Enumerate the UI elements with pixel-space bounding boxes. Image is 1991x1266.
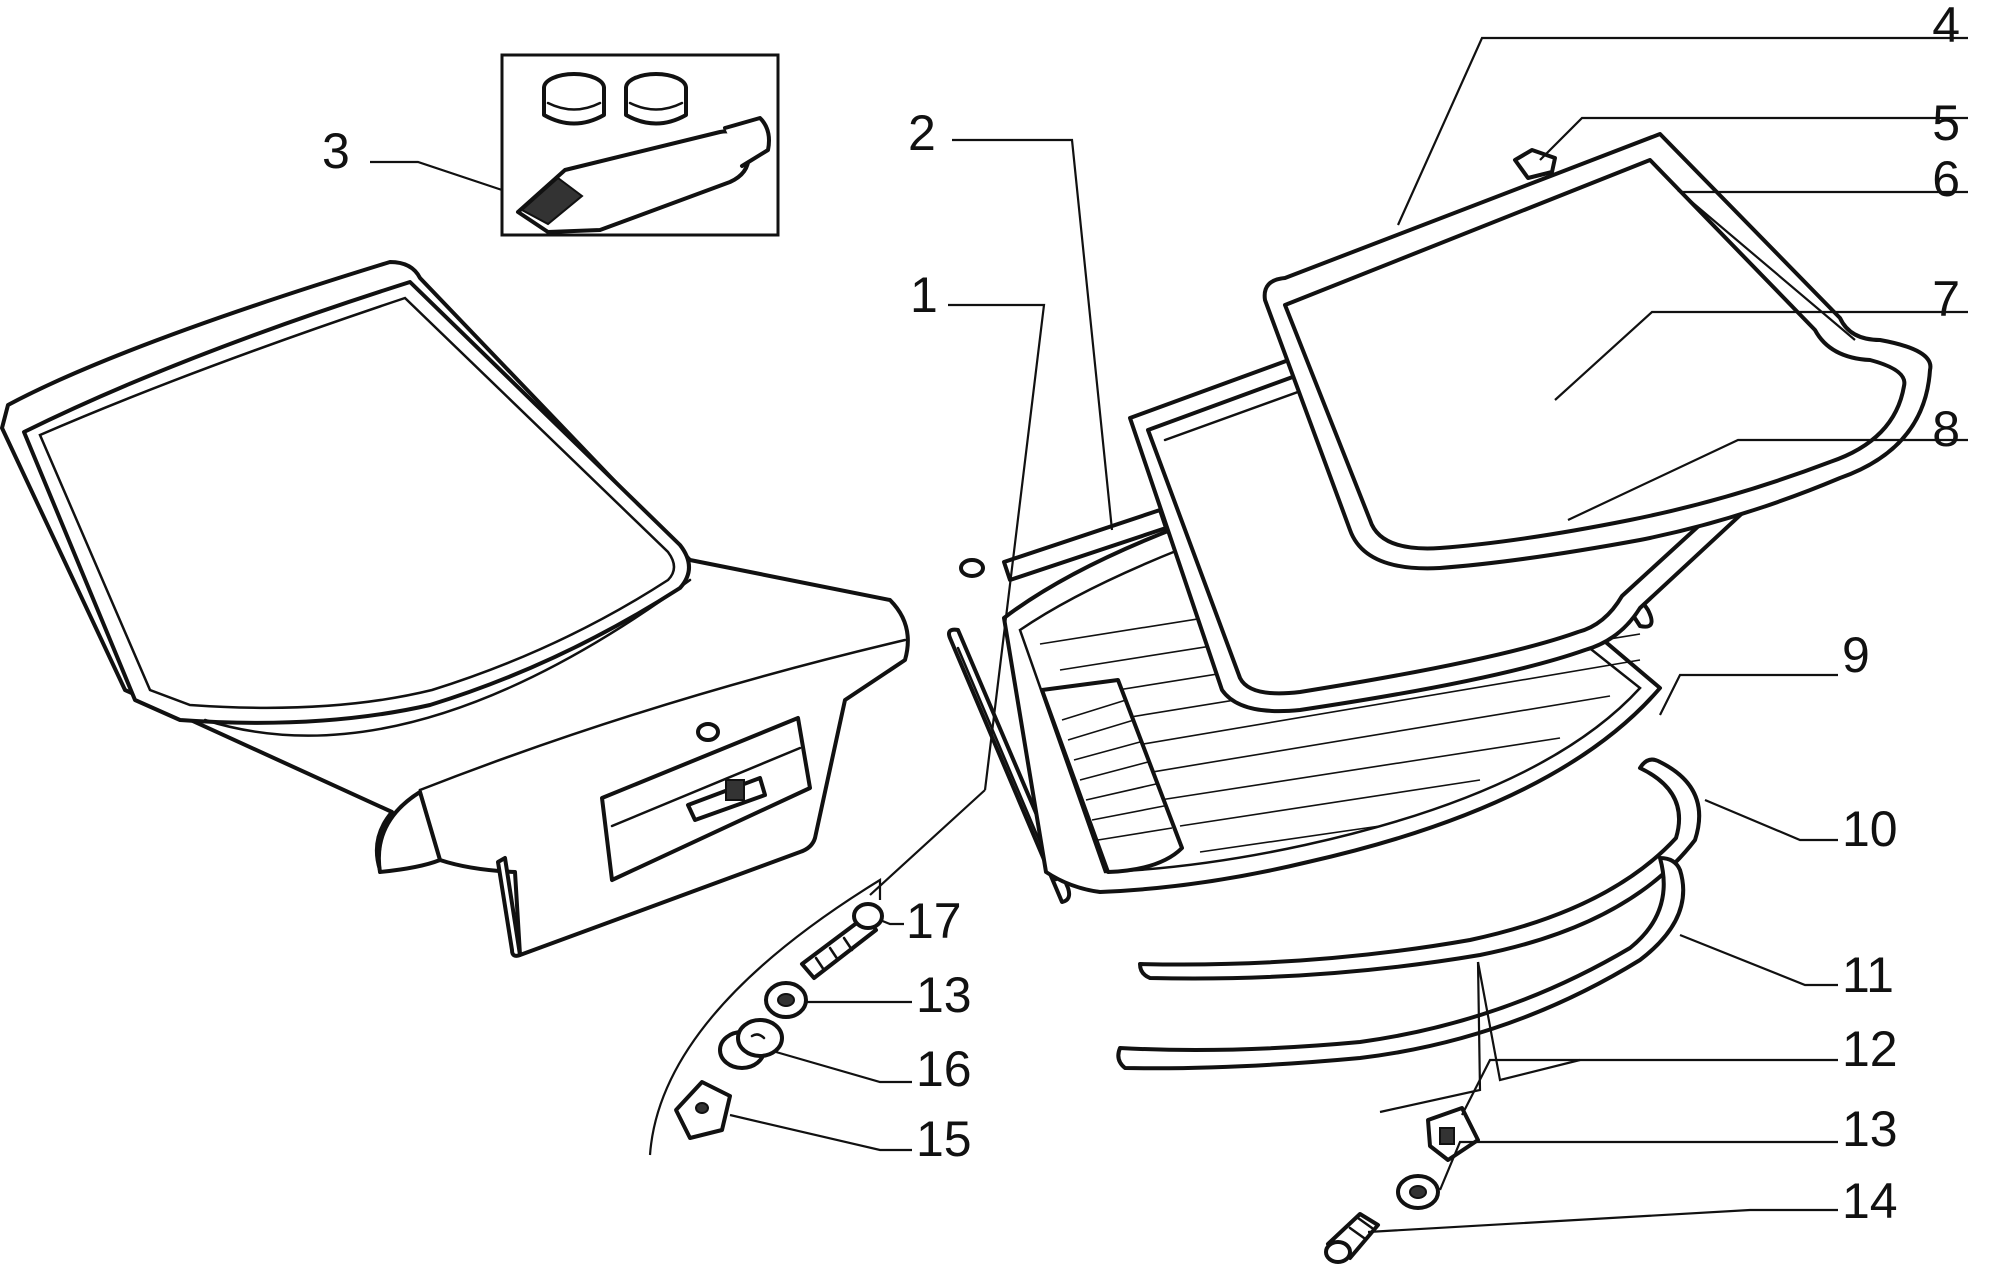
callout-7: 7 (1932, 271, 1960, 327)
lower-moulding-lower (1116, 856, 1686, 1071)
tailgate-body (0, 260, 910, 958)
callout-17: 17 (906, 893, 962, 949)
callout-1: 1 (910, 267, 938, 323)
adhesive-jar-right (624, 72, 688, 126)
callout-6: 6 (1932, 151, 1960, 207)
tailgate-latch (686, 776, 767, 822)
callout-13-left: 13 (916, 967, 972, 1023)
glass-hatch-panel (1061, 699, 1173, 841)
fastener-clip-left (674, 1080, 732, 1140)
callout-16: 16 (916, 1041, 972, 1097)
callout-4: 4 (1932, 0, 1960, 53)
fastener-clip-right (1426, 1106, 1480, 1162)
callout-13-right: 13 (1842, 1101, 1898, 1157)
callout-3: 3 (322, 123, 350, 179)
callout-11: 11 (1842, 947, 1894, 1003)
adhesive-tube (516, 116, 771, 234)
callout-numbers: 1 2 3 4 5 6 7 8 9 10 11 12 13 13 14 15 1… (322, 0, 1960, 1229)
callout-12: 12 (1842, 1021, 1898, 1077)
washer-left (764, 981, 808, 1019)
leader-lines (370, 36, 1968, 1234)
screw-left (800, 902, 884, 980)
callout-8: 8 (1932, 401, 1960, 457)
callout-10: 10 (1842, 801, 1898, 857)
frame-clip (1513, 148, 1557, 180)
lower-moulding-upper (1138, 757, 1702, 981)
outer-window-frame (1262, 132, 1933, 571)
washer-right (1396, 1174, 1440, 1210)
callout-15: 15 (916, 1111, 972, 1167)
adhesive-jar-left (542, 72, 606, 126)
screw-right (1324, 1212, 1380, 1264)
callout-2: 2 (908, 105, 936, 161)
callout-9: 9 (1842, 627, 1870, 683)
grommet-left (718, 1018, 784, 1070)
adhesive-kit (500, 53, 780, 237)
callout-5: 5 (1932, 95, 1960, 151)
callout-14: 14 (1842, 1173, 1898, 1229)
